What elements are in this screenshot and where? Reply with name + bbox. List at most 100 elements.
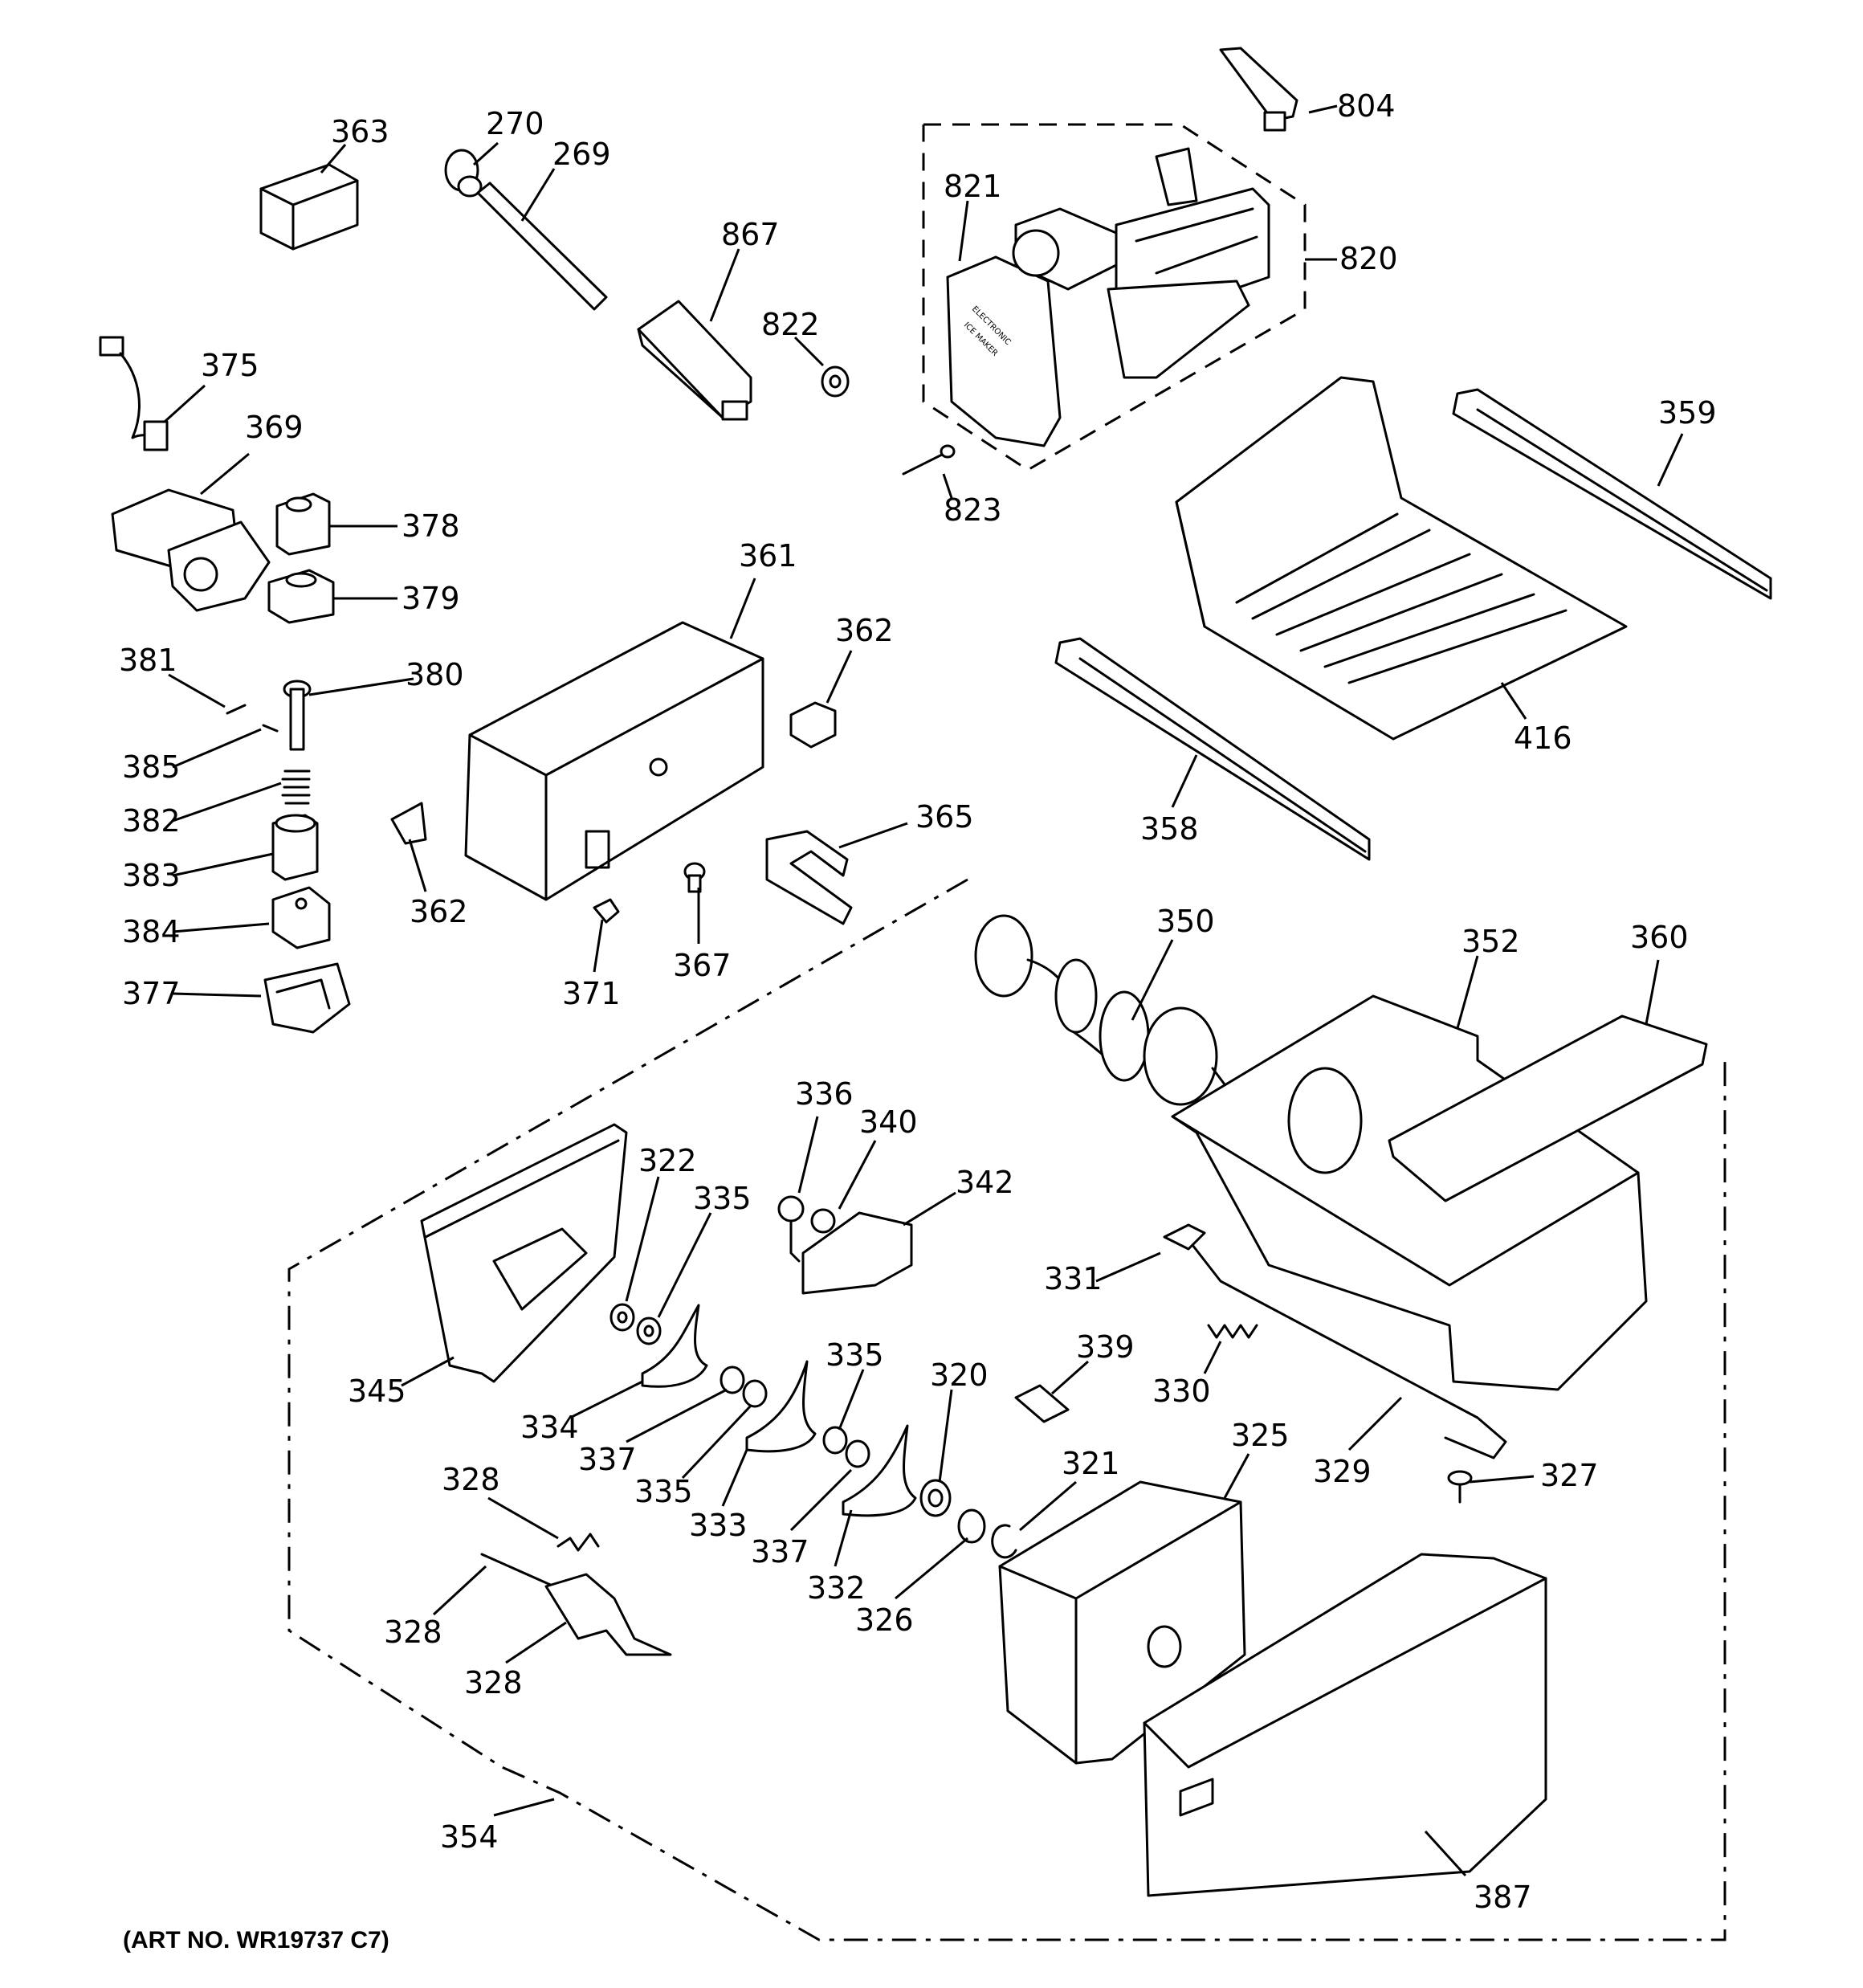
dispenser-assembly-boundary <box>287 878 1726 1941</box>
part-365-clip <box>765 830 853 925</box>
leader-269 <box>520 168 556 222</box>
leader-821 <box>958 200 969 262</box>
part-362-clip-upper <box>789 701 837 749</box>
leader-362-lower <box>408 839 427 892</box>
part-867-tray <box>637 300 752 421</box>
part-328-lever <box>544 1573 672 1656</box>
callout-416: 416 <box>1514 720 1572 756</box>
art-number: (ART NO. WR19737 C7) <box>123 1927 389 1953</box>
callout-350: 350 <box>1156 904 1215 939</box>
callout-337-left: 337 <box>578 1442 637 1477</box>
part-377-bracket <box>263 962 351 1034</box>
part-328-spring <box>556 1533 600 1552</box>
leader-335-top <box>657 1212 712 1318</box>
part-822-bushing <box>821 365 850 398</box>
callout-378: 378 <box>402 508 460 544</box>
leader-362-upper <box>826 650 853 704</box>
leader-328-low <box>505 1621 567 1664</box>
part-321-retainer <box>991 1524 1017 1559</box>
callout-360: 360 <box>1630 920 1689 955</box>
callout-331: 331 <box>1044 1261 1103 1296</box>
leader-382 <box>172 782 282 823</box>
leader-330 <box>1203 1341 1222 1374</box>
leader-384 <box>172 922 270 933</box>
leader-804 <box>1308 104 1338 114</box>
part-416-shelf <box>1175 376 1628 741</box>
leader-329 <box>1347 1396 1403 1451</box>
leader-326 <box>895 1537 968 1600</box>
leader-328-top <box>487 1496 559 1540</box>
part-329-rod <box>1191 1243 1507 1459</box>
leader-385 <box>172 728 262 769</box>
callout-345: 345 <box>348 1374 406 1409</box>
part-387-front-cover <box>1143 1553 1547 1897</box>
part-381-pin <box>226 704 247 715</box>
leader-336 <box>797 1116 819 1194</box>
part-375-harness <box>99 336 169 451</box>
callout-336: 336 <box>795 1076 854 1112</box>
part-322-washer <box>609 1303 635 1332</box>
leader-334 <box>569 1380 643 1419</box>
callout-361: 361 <box>739 538 797 574</box>
part-823-screw <box>902 444 956 476</box>
part-340-clip <box>810 1208 836 1234</box>
part-337-washer-a <box>720 1365 745 1394</box>
part-345-plate <box>420 1123 628 1383</box>
callout-325: 325 <box>1231 1418 1290 1453</box>
part-334-cam <box>641 1304 708 1388</box>
part-350-auger <box>974 914 1226 1106</box>
leader-340 <box>838 1140 877 1210</box>
callout-821: 821 <box>944 169 1002 204</box>
callout-328-low: 328 <box>464 1665 523 1700</box>
callout-339: 339 <box>1076 1329 1135 1365</box>
callout-377: 377 <box>122 976 181 1011</box>
leader-345 <box>401 1356 455 1387</box>
leader-360 <box>1645 959 1660 1025</box>
leader-337-right <box>789 1468 853 1532</box>
callout-322: 322 <box>638 1143 697 1178</box>
callout-329: 329 <box>1313 1454 1372 1489</box>
leader-332 <box>834 1509 853 1567</box>
callout-820: 820 <box>1339 241 1398 276</box>
part-367-fastener <box>683 862 706 893</box>
callout-333: 333 <box>689 1508 748 1543</box>
part-336-spring <box>777 1195 805 1263</box>
part-380-plunger <box>283 680 312 751</box>
part-339-sleeve <box>1014 1384 1070 1423</box>
callout-382: 382 <box>122 803 181 839</box>
part-382-spring <box>281 769 311 805</box>
part-362-clip-lower <box>390 802 427 845</box>
callout-359: 359 <box>1658 395 1717 431</box>
part-342-bracket <box>801 1211 913 1295</box>
part-378-solenoid <box>275 492 331 556</box>
callout-358: 358 <box>1140 811 1199 847</box>
leader-333 <box>721 1449 748 1507</box>
callout-365: 365 <box>915 799 974 835</box>
part-371-fastener <box>593 898 620 924</box>
part-328-rod <box>480 1553 556 1588</box>
callout-822: 822 <box>761 307 820 342</box>
leader-327 <box>1469 1475 1535 1484</box>
leader-381 <box>168 673 226 708</box>
part-363-cover <box>259 163 359 251</box>
callout-367: 367 <box>673 948 732 983</box>
leader-358 <box>1171 754 1198 808</box>
callout-334: 334 <box>520 1410 579 1445</box>
callout-385: 385 <box>122 749 181 785</box>
leader-337-left <box>626 1388 728 1443</box>
callout-342: 342 <box>956 1165 1014 1200</box>
leader-352 <box>1456 955 1479 1029</box>
callout-326: 326 <box>855 1602 914 1638</box>
part-335-washer-a <box>636 1316 662 1345</box>
part-335-washer-b <box>742 1379 768 1408</box>
part-379-block <box>267 569 335 624</box>
part-804-arm <box>1219 47 1298 132</box>
leader-375 <box>163 384 206 423</box>
leader-416 <box>1500 682 1527 720</box>
callout-387: 387 <box>1474 1880 1532 1915</box>
ice-maker-assembly-boundary <box>922 123 1307 471</box>
part-335-washer-c <box>822 1426 848 1455</box>
part-358-rail <box>1054 637 1371 861</box>
part-360-cover <box>1388 1014 1708 1202</box>
